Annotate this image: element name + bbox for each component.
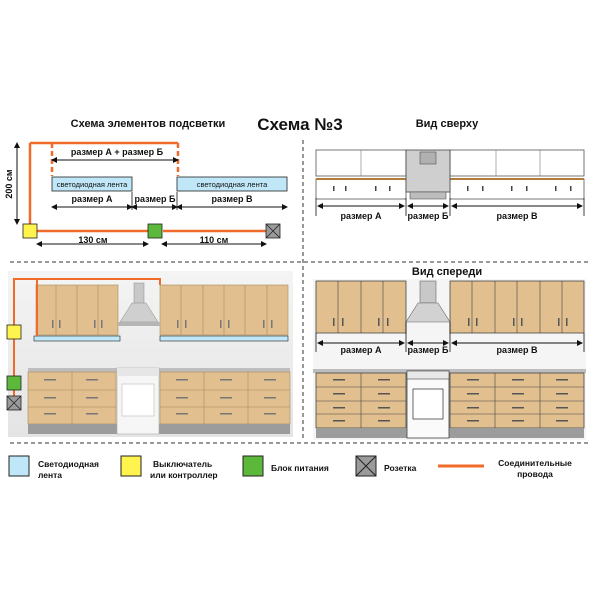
legend-power-swatch <box>242 455 264 477</box>
kitchen-render <box>6 271 293 437</box>
render-stove <box>116 367 160 435</box>
top-size-b: размер Б <box>408 211 450 221</box>
sum-label: размер А + размер Б <box>71 147 164 157</box>
legend-strip-line2: лента <box>38 470 62 480</box>
top-view-panel: Вид сверху <box>315 118 585 221</box>
power-box <box>147 223 163 239</box>
render-strip-a <box>33 335 121 342</box>
distance-2: 110 см <box>200 235 229 245</box>
top-view-title: Вид сверху <box>416 118 479 130</box>
front-view-panel: Вид спереди размер А размер Б <box>313 266 586 440</box>
scheme-title: Схема элементов подсветки <box>71 118 226 130</box>
legend-power-label: Блок питания <box>271 463 329 473</box>
front-size-b: размер Б <box>408 345 450 355</box>
front-view-title: Вид спереди <box>412 266 482 278</box>
led-strip-a <box>51 176 133 192</box>
scheme-wires <box>28 141 266 233</box>
legend-wires-line1: Соединительные <box>498 458 572 468</box>
legend-switch-line2: или контроллер <box>150 470 218 480</box>
strip-v-label: светодиодная лента <box>197 180 268 189</box>
front-hood <box>405 302 451 323</box>
render-socket <box>6 395 22 411</box>
front-stove <box>406 370 450 439</box>
socket-box <box>265 223 281 239</box>
distance-1: 130 см <box>78 235 108 245</box>
legend-socket-label: Розетка <box>384 463 417 473</box>
scheme-size-v: размер В <box>211 194 253 204</box>
render-power <box>6 375 22 391</box>
front-size-a: размер А <box>340 345 382 355</box>
scheme-size-a: размер А <box>71 194 113 204</box>
strip-a-label: светодиодная лента <box>57 180 128 189</box>
led-strip-v <box>176 176 288 192</box>
scheme-panel: Схема элементов подсветки 200 см размер … <box>4 118 288 247</box>
scheme-size-b: размер Б <box>135 194 177 204</box>
front-size-v: размер В <box>496 345 538 355</box>
top-size-a: размер А <box>340 211 382 221</box>
legend-strip-swatch <box>8 455 30 477</box>
page-title: Схема №3 <box>257 115 342 134</box>
legend-socket-swatch <box>355 455 377 477</box>
legend-strip-line1: Светодиодная <box>38 459 99 469</box>
render-strip-v <box>159 335 289 342</box>
top-size-v: размер В <box>496 211 538 221</box>
legend-wires-line2: провода <box>517 469 553 479</box>
height-label: 200 см <box>4 169 14 199</box>
legend-switch-swatch <box>120 455 142 477</box>
switch-box <box>22 223 38 239</box>
render-switch <box>6 324 22 340</box>
legend: Светодиодная лента Выключатель или контр… <box>8 455 572 480</box>
legend-switch-line1: Выключатель <box>153 459 212 469</box>
render-hood <box>118 282 160 326</box>
